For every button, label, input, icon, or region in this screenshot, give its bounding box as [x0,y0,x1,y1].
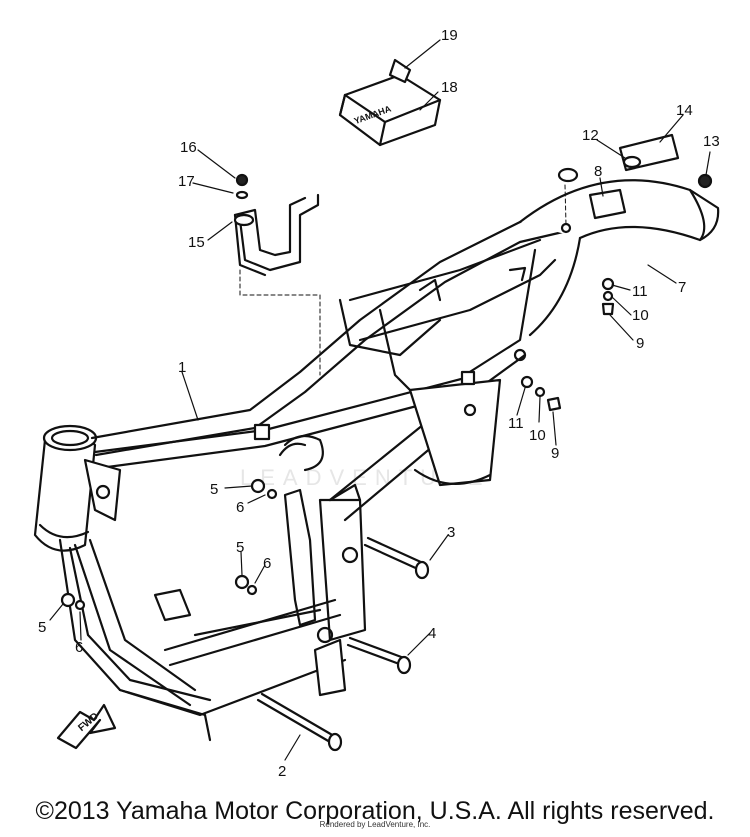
callout-8: 8 [594,163,602,180]
main-frame [33,203,582,742]
callout-4: 4 [428,625,436,642]
callout-13: 13 [703,133,720,150]
hardware [60,155,713,611]
callout-11b: 11 [508,415,524,432]
callout-7: 7 [678,279,686,296]
bolt-2 [256,692,343,752]
copyright-notice: ©2013 Yamaha Motor Corporation, U.S.A. A… [35,797,715,825]
callout-10b: 10 [529,427,546,444]
callout-9a: 9 [636,335,644,352]
callout-17: 17 [178,173,195,190]
callout-1: 1 [178,359,186,376]
callout-12: 12 [582,127,599,144]
callout-6c: 6 [75,639,83,656]
callout-11a: 11 [632,283,648,300]
rear-fender [518,179,720,337]
frame-parts-diagram: 1 2 3 4 5 5 5 6 6 6 7 8 9 9 10 10 11 11 … [33,27,720,780]
callout-5c: 5 [38,619,46,636]
callout-5b: 5 [236,539,244,556]
fwd-arrow [56,703,117,750]
battery-bracket [233,193,320,277]
callout-6a: 6 [236,499,244,516]
callout-3: 3 [447,524,455,541]
seat-label-plate [338,58,442,147]
bolt-3 [363,536,430,580]
callout-16: 16 [180,139,197,156]
callout-9b: 9 [551,445,559,462]
callout-10a: 10 [632,307,649,324]
callout-5a: 5 [210,481,218,498]
callout-15: 15 [188,234,205,251]
callout-19: 19 [441,27,458,44]
bolt-4 [346,636,412,675]
callout-18: 18 [441,79,458,96]
render-credit: Rendered by LeadVenture, Inc. [319,820,431,829]
callouts: 1 2 3 4 5 5 5 6 6 6 7 8 9 9 10 10 11 11 … [38,27,720,780]
callout-2: 2 [278,763,286,780]
callout-6b: 6 [263,555,271,572]
callout-14: 14 [676,102,693,119]
